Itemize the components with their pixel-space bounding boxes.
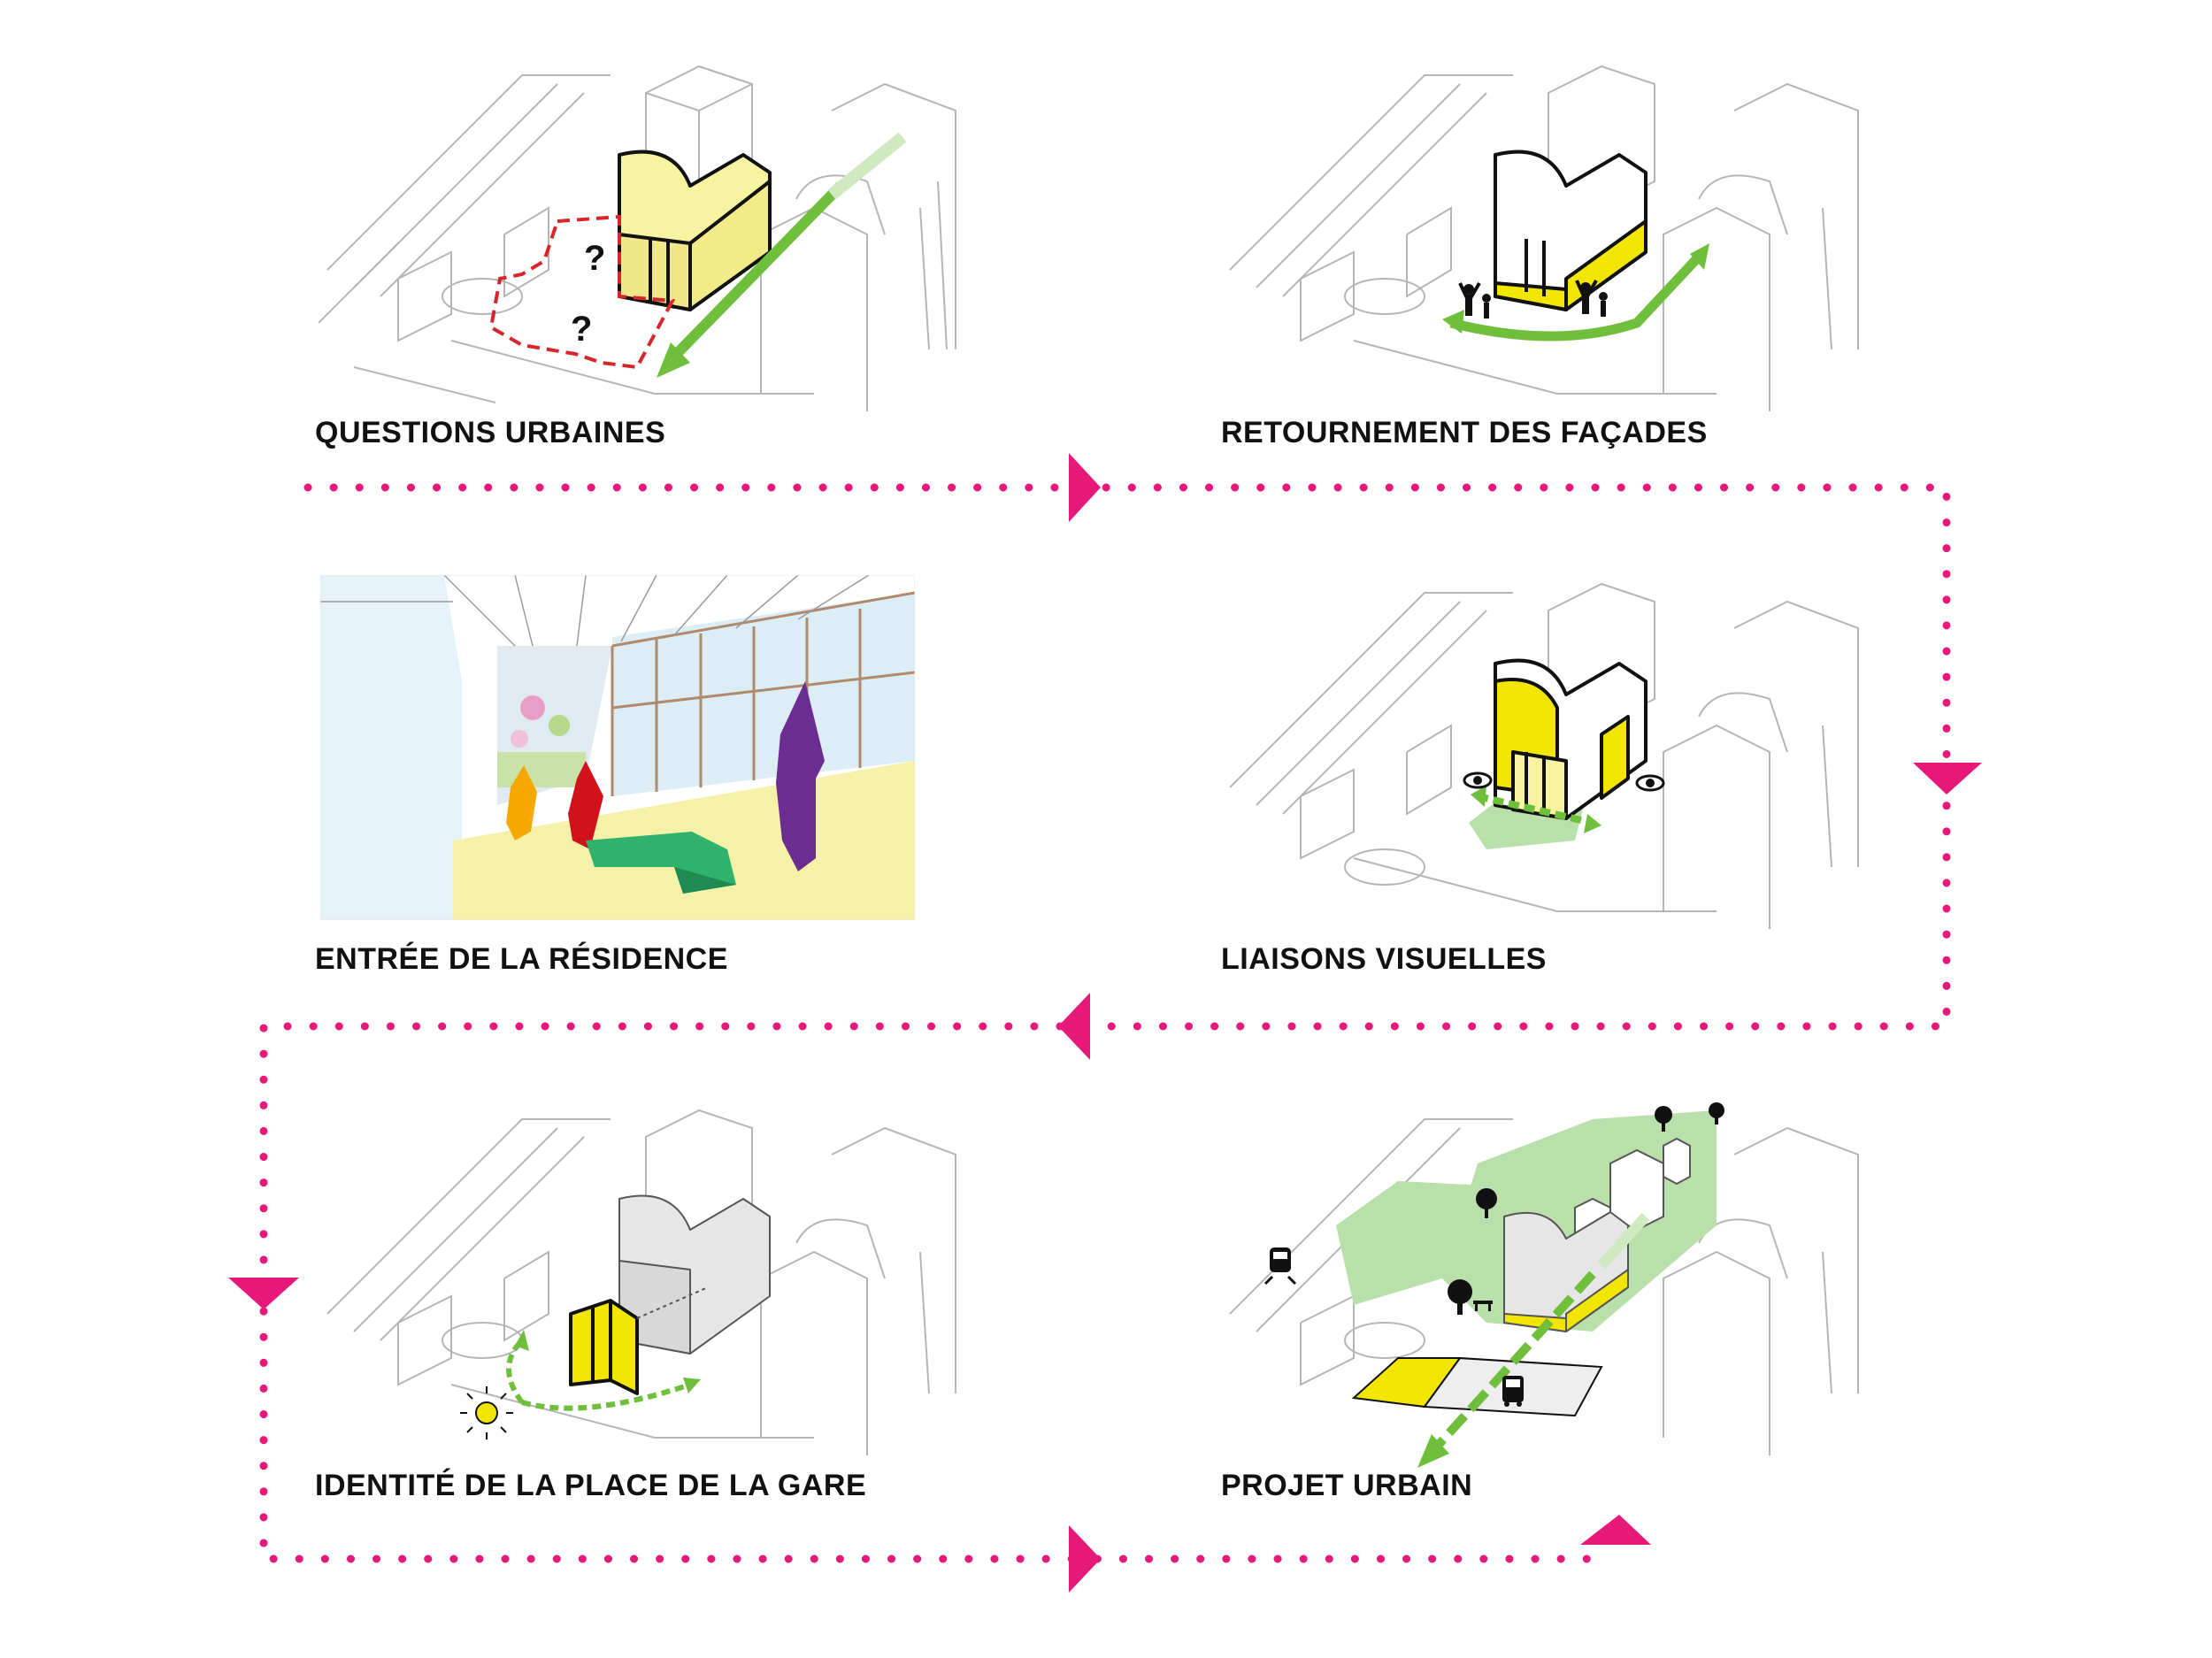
building-grey — [618, 1194, 771, 1355]
panel-identite-place-gare — [319, 1101, 1026, 1455]
flow-arrow-right-2 — [1069, 1525, 1101, 1593]
caption-retournement-des-facades: RETOURNEMENT DES FAÇADES — [1221, 416, 1708, 449]
new-buildings — [1574, 1137, 1691, 1245]
flow-arrow-down-2 — [228, 1278, 299, 1309]
garden-view — [497, 695, 586, 787]
flow-arrow-up-end — [1580, 1515, 1651, 1545]
curved-arrow-green — [1442, 243, 1709, 342]
people-icon — [1575, 280, 1608, 317]
glazed-facade — [612, 593, 915, 796]
building-reoriented — [1494, 150, 1647, 311]
question-mark-icon: ? — [584, 239, 605, 278]
yellow-pavilion — [569, 1299, 639, 1395]
flow-arrow-left-1 — [1058, 993, 1090, 1060]
sun-icon — [460, 1386, 513, 1439]
panel-entree-de-la-residence — [320, 575, 915, 920]
eye-icon — [1463, 771, 1493, 789]
green-arrow-diagonal — [1417, 1212, 1650, 1468]
tree-icon — [1476, 1188, 1497, 1218]
eye-icon — [1635, 774, 1665, 792]
question-mark-icon: ? — [571, 310, 592, 349]
panel-liaisons-visuelles — [1221, 575, 1929, 929]
panel-projet-urbain — [1221, 1101, 1929, 1473]
train-icon — [1263, 1247, 1297, 1286]
left-wall — [320, 575, 462, 920]
context-sketch — [1229, 582, 1859, 929]
panel-questions-urbaines: ? ? — [319, 58, 1026, 411]
caption-liaisons-visuelles: LIAISONS VISUELLES — [1221, 942, 1547, 976]
ceiling-sketch — [320, 575, 870, 647]
caption-identite-place-gare: IDENTITÉ DE LA PLACE DE LA GARE — [315, 1469, 867, 1502]
context-sketch — [1229, 65, 1859, 411]
orange-sculpture — [506, 765, 537, 841]
project-site-boundary — [488, 214, 676, 370]
tree-icon — [1655, 1106, 1672, 1132]
bench-icon — [1473, 1301, 1493, 1311]
caption-questions-urbaines: QUESTIONS URBAINES — [315, 416, 666, 449]
people-icon — [1458, 281, 1491, 319]
flow-arrow-right-1 — [1069, 453, 1101, 522]
tree-icon — [1709, 1102, 1724, 1125]
caption-entree-de-la-residence: ENTRÉE DE LA RÉSIDENCE — [315, 942, 728, 976]
purple-sculpture — [776, 681, 825, 871]
green-arrows — [1471, 786, 1601, 833]
bus-icon — [1502, 1376, 1524, 1407]
main-building — [1503, 1211, 1629, 1332]
panel-retournement-des-facades — [1221, 58, 1929, 411]
green-space — [1336, 1181, 1486, 1305]
red-sculpture — [568, 761, 603, 849]
tree-icon — [1448, 1279, 1472, 1315]
caption-projet-urbain: PROJET URBAIN — [1221, 1469, 1473, 1502]
flow-arrow-down-1 — [1913, 763, 1982, 794]
facade-mullions — [611, 591, 915, 796]
building-visual-links — [1494, 658, 1647, 820]
double-arrow-green — [657, 132, 907, 378]
